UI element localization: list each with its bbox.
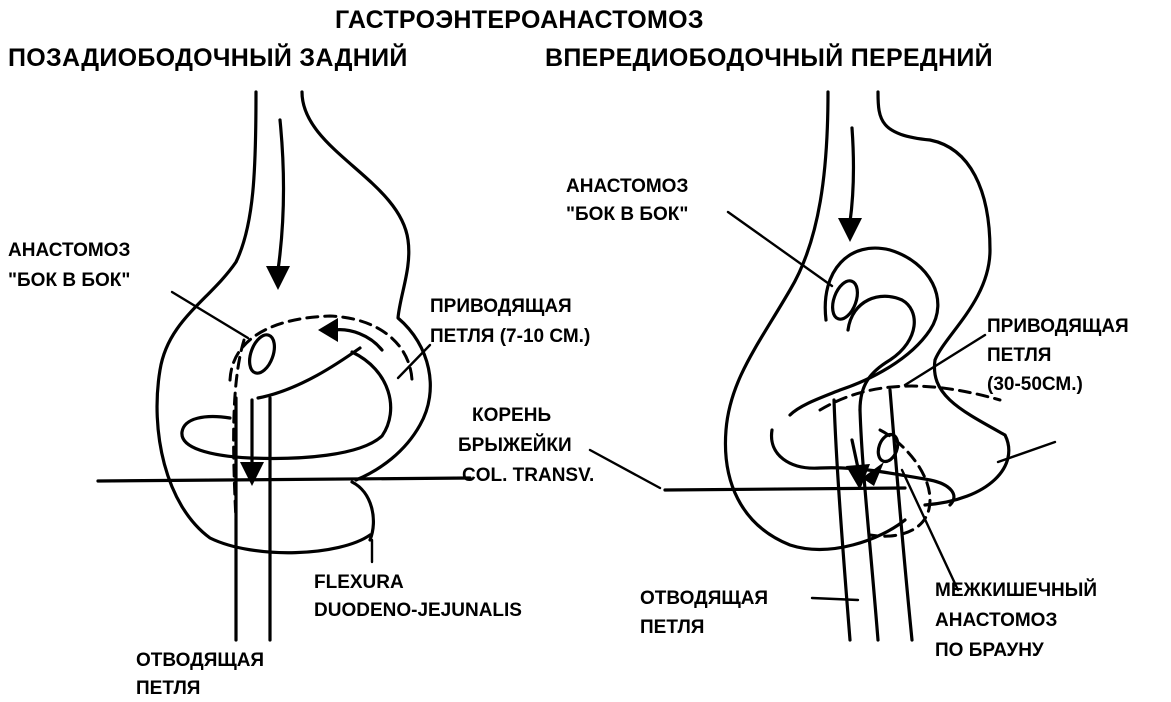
- right-efferent-pointer: [812, 598, 858, 600]
- left-anastomosis-label-2: "БОК В БОК": [8, 270, 130, 291]
- left-stomach-outline-right: [302, 92, 430, 480]
- left-flow-arrowhead-2: [318, 318, 338, 342]
- right-anastomosis-label-2: "БОК В БОК": [566, 204, 688, 225]
- left-mesocolon-root: [98, 478, 470, 481]
- left-anastomosis-pointer: [172, 292, 248, 338]
- left-root-pointer: [590, 450, 660, 488]
- right-limb-b: [890, 390, 912, 640]
- left-stomach-outline: [157, 92, 370, 553]
- right-braun-label-1: МЕЖКИШЕЧНЫЙ: [935, 580, 1097, 601]
- right-efferent-label-1: ОТВОДЯЩАЯ: [640, 588, 768, 609]
- left-afferent-label-1: ПРИВОДЯЩАЯ: [430, 296, 572, 317]
- left-flow-arrowhead-3: [240, 462, 264, 486]
- right-braun-label-3: ПО БРАУНУ: [935, 640, 1044, 661]
- right-flow-arrow-1: [850, 128, 853, 222]
- right-limb-c: [834, 400, 850, 640]
- left-efferent-label-1: ОТВОДЯЩАЯ: [136, 650, 264, 671]
- right-loop-dashed: [820, 386, 1000, 410]
- right-stomach-left: [725, 92, 905, 549]
- right-anastomosis-label-1: АНАСТОМОЗ: [566, 176, 688, 197]
- right-efferent-label-2: ПЕТЛЯ: [640, 617, 704, 638]
- left-flow-arrow-2: [334, 330, 382, 350]
- left-afferent-label-2: ПЕТЛЯ (7-10 СМ.): [430, 326, 590, 347]
- left-anastomosis-label-1: АНАСТОМОЗ: [8, 240, 130, 261]
- right-heading: ВПЕРЕДИОБОДОЧНЫЙ ПЕРЕДНИЙ: [545, 44, 993, 72]
- diagram-title: ГАСТРОЭНТЕРОАНАСТОМОЗ: [335, 6, 704, 34]
- right-figure: [590, 92, 1055, 640]
- right-anastomosis-ellipse: [828, 277, 862, 322]
- left-flexura: [352, 482, 373, 540]
- right-afferent-label-2: ПЕТЛЯ: [987, 345, 1051, 366]
- left-root-label-1: КОРЕНЬ: [472, 405, 551, 426]
- left-figure: [98, 92, 470, 640]
- right-afferent-label-1: ПРИВОДЯЩАЯ: [987, 316, 1129, 337]
- left-flexura-label-1: FLEXURA: [314, 572, 404, 593]
- left-root-label-2: БРЫЖЕЙКИ: [458, 435, 572, 456]
- left-efferent-label-2: ПЕТЛЯ: [136, 678, 200, 699]
- left-afferent-dashed: [230, 316, 412, 380]
- right-afferent-label-3: (30-50СМ.): [987, 374, 1083, 395]
- right-colon-line: [665, 488, 905, 490]
- right-braun-label-2: АНАСТОМОЗ: [935, 610, 1057, 631]
- right-colon-line-ext: [998, 442, 1055, 462]
- left-flexura-label-2: DUODENO-JEJUNALIS: [314, 600, 522, 621]
- left-heading: ПОЗАДИОБОДОЧНЫЙ ЗАДНИЙ: [8, 44, 408, 72]
- right-braun-ellipse: [875, 432, 901, 464]
- left-flow-arrow-1: [278, 120, 284, 270]
- left-root-label-3: COL. TRANSV.: [462, 465, 594, 486]
- left-afferent-loop: [182, 352, 391, 458]
- right-flow-arrowhead-1: [838, 218, 862, 242]
- left-flow-arrowhead-1: [266, 266, 290, 290]
- right-flow-arrow-2: [852, 440, 858, 468]
- right-limb-a: [860, 410, 878, 640]
